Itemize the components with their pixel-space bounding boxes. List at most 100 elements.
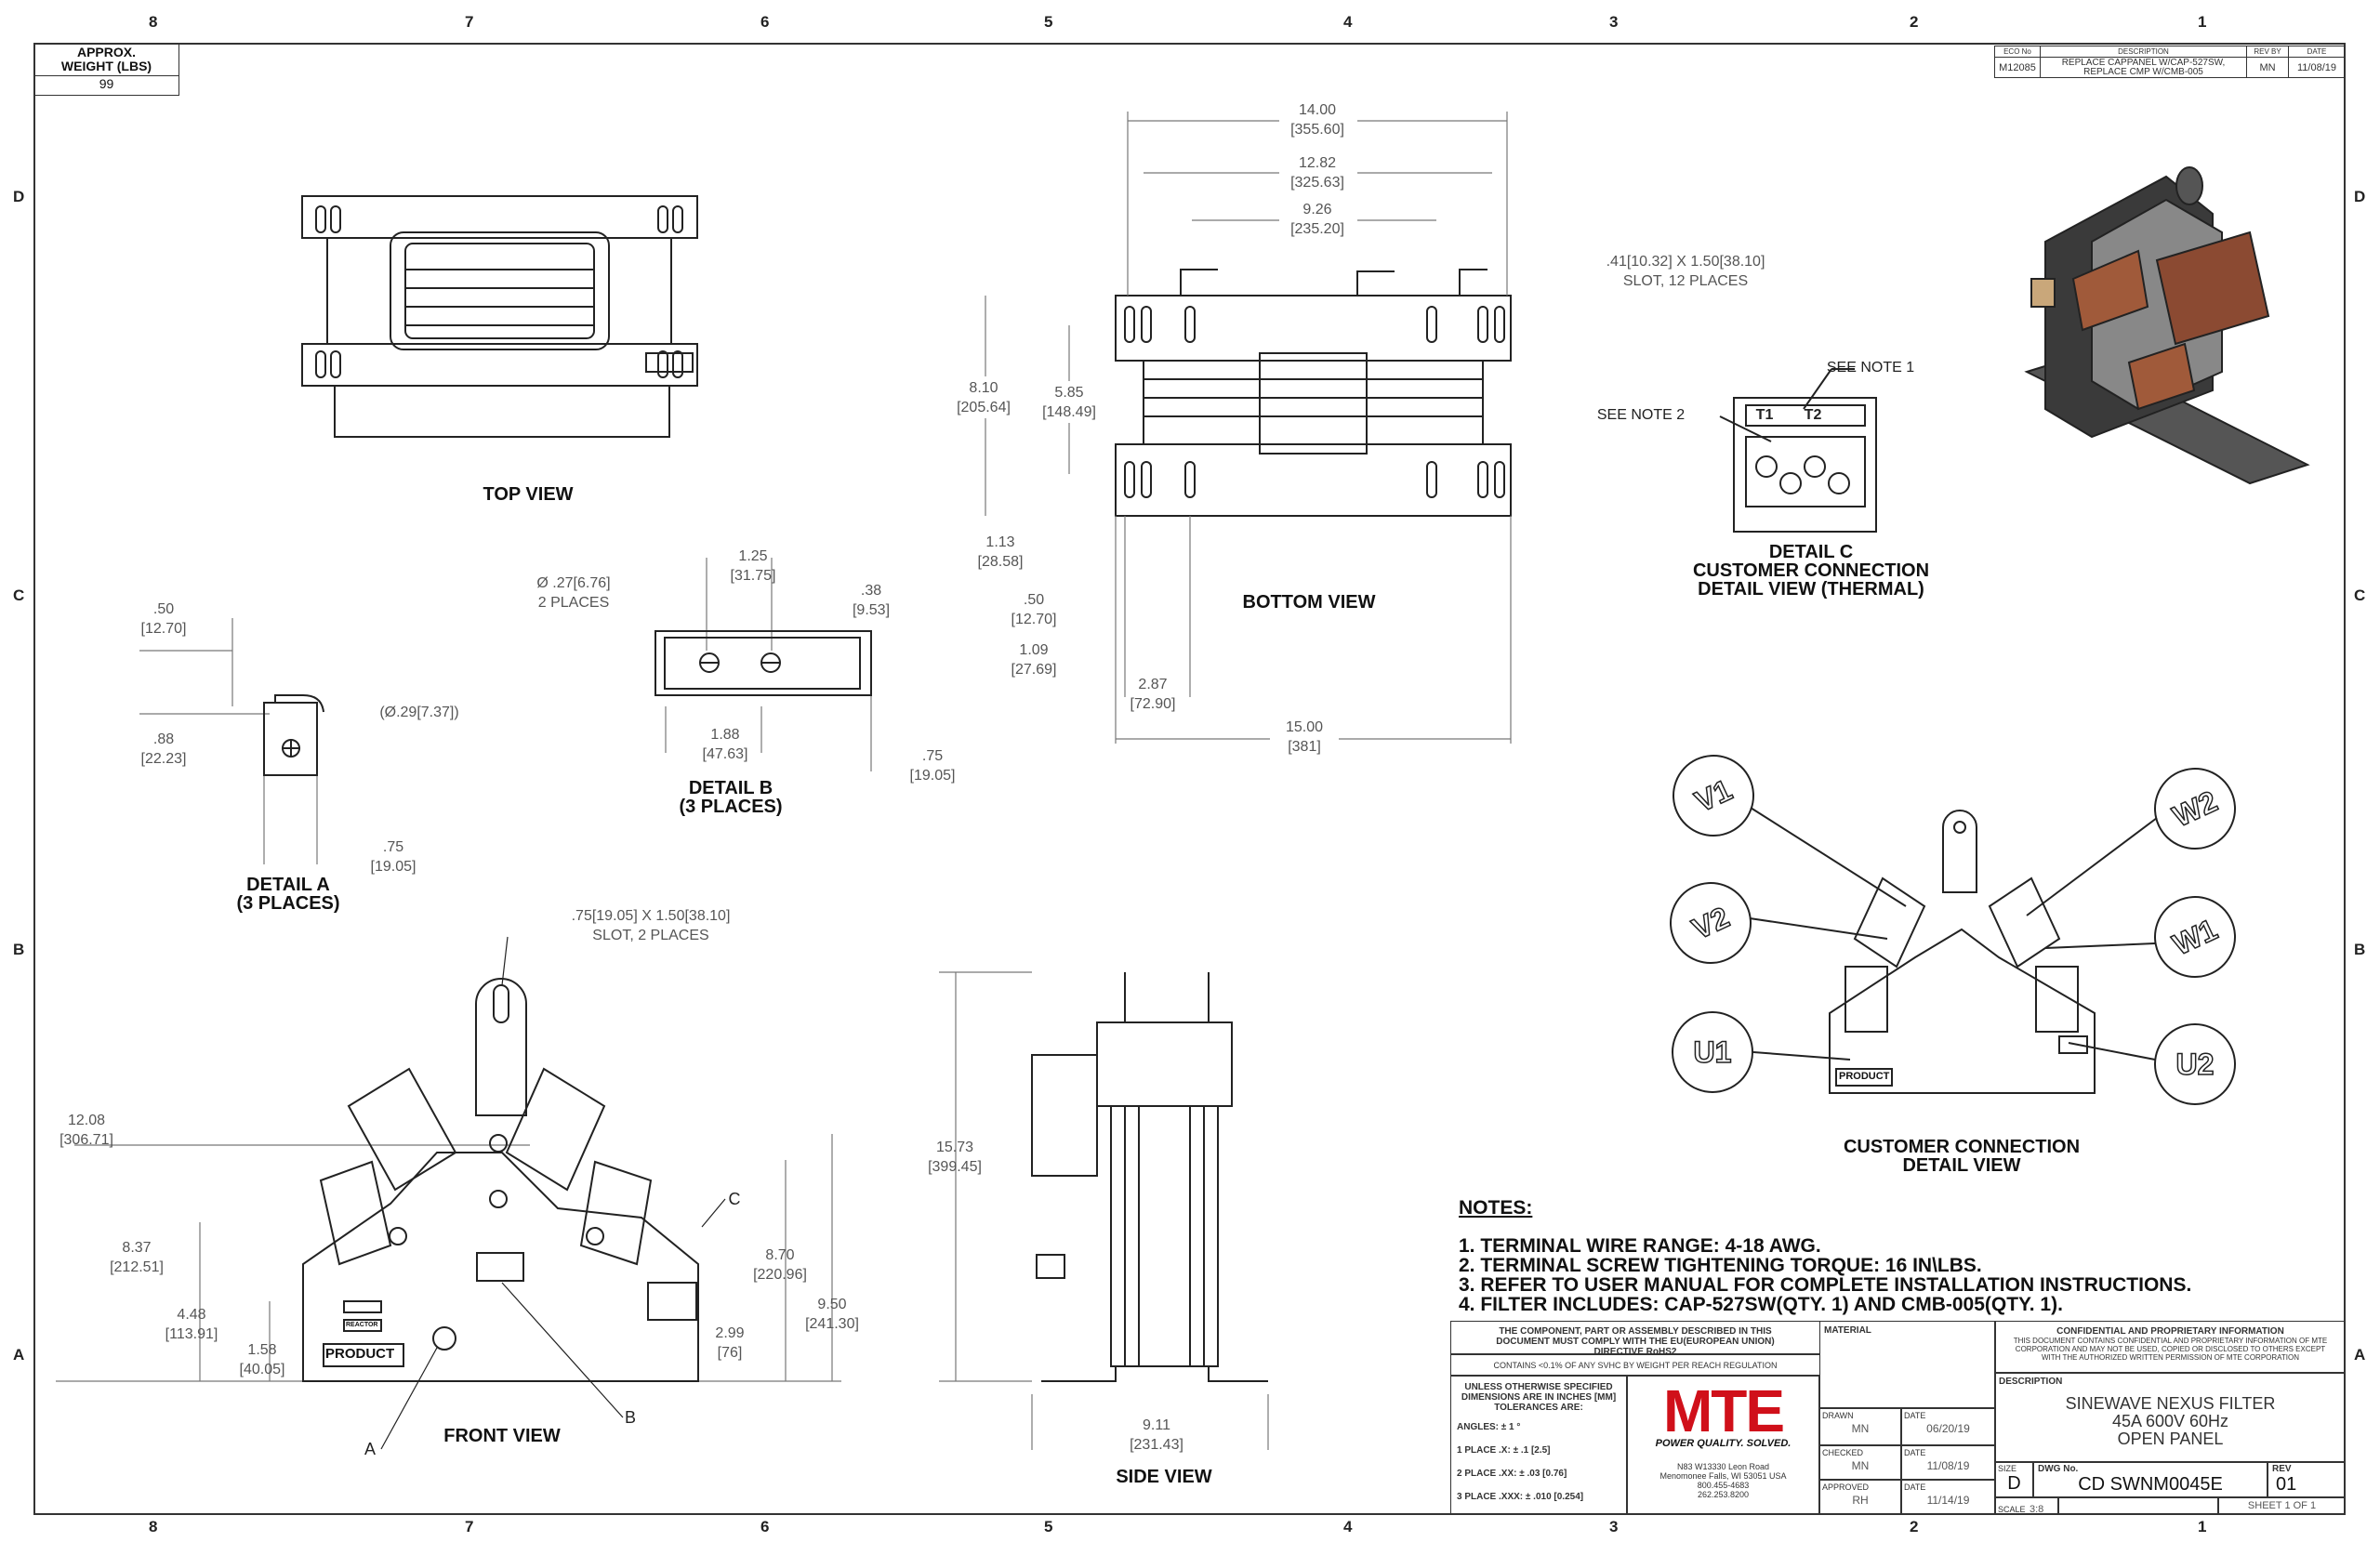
note-item: 3. REFER TO USER MANUAL FOR COMPLETE INS… xyxy=(1459,1274,2192,1296)
dim-value: 4.48 xyxy=(177,1307,206,1323)
dim-value: [205.64] xyxy=(957,400,1011,415)
zone-col: 1 xyxy=(2198,13,2207,31)
terminal-t2: T2 xyxy=(1804,407,1822,423)
address-line: 800.455-4683 xyxy=(1697,1481,1750,1490)
dim-value: .38 xyxy=(860,583,882,599)
checked-date: 11/08/19 xyxy=(1926,1459,1970,1472)
label-line: CUSTOMER CONNECTION xyxy=(1692,560,1930,581)
tolerance-item: 1 PLACE .X: ± .1 [2.5] xyxy=(1457,1445,1551,1456)
zone-row: A xyxy=(13,1346,25,1364)
dim-b-0-38: .38[9.53] xyxy=(853,581,890,620)
dim-14: 14.00[355.60] xyxy=(1290,100,1344,139)
scale-label: SCALE xyxy=(1998,1505,2026,1514)
weight-label: APPROX. WEIGHT (LBS) xyxy=(60,45,152,73)
rohs-statement: THE COMPONENT, PART OR ASSEMBLY DESCRIBE… xyxy=(1450,1321,1820,1357)
drawn-label: DRAWN xyxy=(1822,1411,1854,1420)
dim-value: [235.20] xyxy=(1290,221,1344,237)
dim-a-0-88: .88[22.23] xyxy=(141,730,187,769)
dim-a-hole: (Ø.29[7.37]) xyxy=(379,705,459,720)
zone-col: 2 xyxy=(1910,13,1919,31)
dim-value: 8.70 xyxy=(765,1247,795,1263)
customer-connection-drawing xyxy=(1749,807,2158,1094)
dim-value: [220.96] xyxy=(753,1267,807,1283)
label-line: CUSTOMER CONNECTION xyxy=(1843,1137,2081,1157)
approved-value: RH xyxy=(1852,1494,1869,1507)
dim-value: 2.99 xyxy=(715,1325,745,1341)
dim-value: [212.51] xyxy=(110,1259,164,1275)
product-label-small: PRODUCT xyxy=(1839,1071,1890,1082)
dim-8-37: 8.37[212.51] xyxy=(110,1238,164,1277)
dim-value: [381] xyxy=(1288,739,1321,755)
zone-row: D xyxy=(13,188,25,205)
approved-date: 11/14/19 xyxy=(1926,1494,1970,1507)
dwg-label: DWG No. xyxy=(2038,1464,2079,1474)
product-label: PRODUCT xyxy=(325,1346,395,1362)
reach-statement: CONTAINS <0.1% OF ANY SVHC BY WEIGHT PER… xyxy=(1450,1354,1820,1376)
dim-15-73: 15.73 [399.45] xyxy=(928,1138,982,1177)
dim-value: [27.69] xyxy=(1011,662,1057,678)
checked-value: MN xyxy=(1851,1459,1870,1472)
scale-cell: SCALE 3:8 xyxy=(1995,1497,2058,1515)
callout-b: B xyxy=(624,1408,637,1427)
sheet-number: SHEET 1 OF 1 xyxy=(2218,1497,2346,1515)
dim-value: [40.05] xyxy=(239,1362,285,1377)
detail-b-drawing xyxy=(654,630,872,696)
dim-12-08: 12.08[306.71] xyxy=(60,1111,113,1150)
zone-col: 2 xyxy=(1910,1518,1919,1535)
terminal-t1: T1 xyxy=(1755,407,1774,423)
dim-2-99: 2.99[76] xyxy=(715,1324,744,1363)
isometric-view-drawing xyxy=(2024,166,2310,485)
rev-description: REPLACE CAPPANEL W/CAP-527SW, REPLACE CM… xyxy=(2040,57,2247,78)
reactor-label: REACTOR xyxy=(346,1322,378,1328)
mte-logo: MTE xyxy=(1662,1377,1785,1444)
dim-value: 1.09 xyxy=(1019,642,1049,658)
size-value: D xyxy=(2007,1473,2021,1494)
dim-value: [12.70] xyxy=(1011,612,1057,627)
note-item: 2. TERMINAL SCREW TIGHTENING TORQUE: 16 … xyxy=(1459,1255,1982,1276)
tolerance-heading: UNLESS OTHERWISE SPECIFIED DIMENSIONS AR… xyxy=(1461,1382,1617,1413)
description-line: OPEN PANEL xyxy=(2117,1430,2224,1448)
dim-value: 12.08 xyxy=(67,1113,106,1128)
dim-value: .75 xyxy=(921,748,944,764)
scale-value: 3:8 xyxy=(2029,1504,2044,1515)
detail-a-drawing xyxy=(263,694,324,776)
dim-value: [28.58] xyxy=(977,554,1024,570)
date-label: DATE xyxy=(1904,1483,1926,1492)
zone-col: 6 xyxy=(760,13,770,31)
dim-value: 15.73 xyxy=(935,1140,974,1155)
dim-value: .50 xyxy=(1023,592,1045,608)
dim-9-26: 9.26[235.20] xyxy=(1290,200,1344,239)
dim-1-58: 1.58[40.05] xyxy=(240,1340,285,1379)
dim-value: [31.75] xyxy=(730,568,776,584)
dim-value: 2 PLACES xyxy=(537,595,610,611)
dim-value: .41[10.32] X 1.50[38.10] xyxy=(1606,254,1765,270)
zone-row: C xyxy=(2354,586,2366,604)
zone-col: 5 xyxy=(1044,13,1053,31)
dim-value: [231.43] xyxy=(1130,1437,1183,1453)
zone-col: 6 xyxy=(760,1518,770,1535)
dim-a-0-75: .75[19.05] xyxy=(371,837,416,876)
dim-value: [399.45] xyxy=(928,1159,982,1175)
dim-value: [19.05] xyxy=(370,859,416,875)
dim-a-0-50: .50[12.70] xyxy=(141,600,187,639)
checked-label: CHECKED xyxy=(1822,1448,1864,1457)
blank-cell xyxy=(2058,1497,2218,1515)
zone-col: 7 xyxy=(465,13,474,31)
description-block: DESCRIPTION SINEWAVE NEXUS FILTER 45A 60… xyxy=(1995,1373,2346,1462)
dim-12-82: 12.82[325.63] xyxy=(1290,153,1344,192)
dim-value: 5.85 xyxy=(1054,385,1084,401)
dwg-number-cell: DWG No.CD SWNM0045E xyxy=(2033,1462,2268,1497)
dim-1-09: 1.09 [27.69] xyxy=(1012,640,1057,679)
dim-2-87: 2.87[72.90] xyxy=(1130,675,1176,714)
dim-value: 12.82 xyxy=(1298,155,1337,171)
dim-slot-2: .75[19.05] X 1.50[38.10]SLOT, 2 PLACES xyxy=(572,906,731,945)
dim-b-1-25: 1.25[31.75] xyxy=(731,547,776,586)
description-line: 45A 600V 60Hz xyxy=(2111,1412,2229,1430)
callout-a: A xyxy=(364,1440,377,1458)
callout-c: C xyxy=(728,1190,741,1208)
zone-row: C xyxy=(13,586,25,604)
dim-value: [47.63] xyxy=(702,746,748,762)
